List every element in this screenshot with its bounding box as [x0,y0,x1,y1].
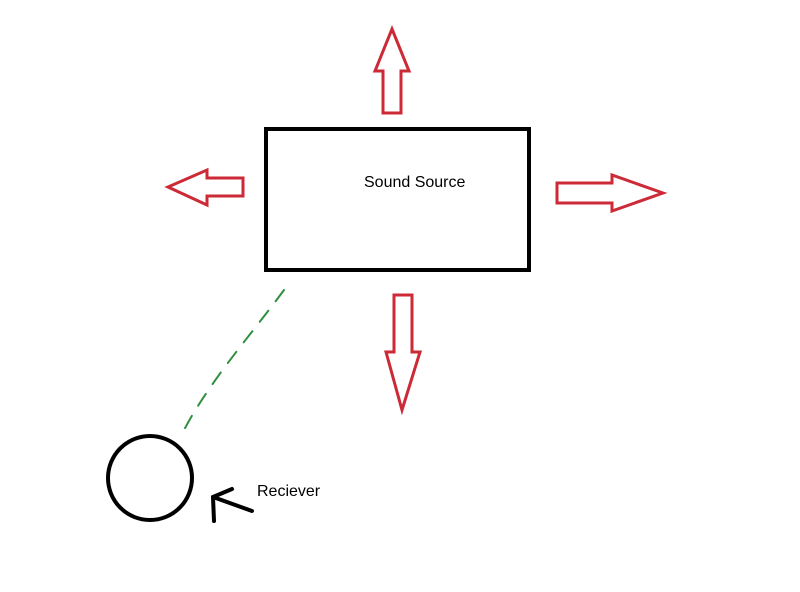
sound-source-box [264,127,531,272]
receiver-pointer-arrow-icon [211,487,254,523]
sound-path-dashed-line [181,289,285,435]
receiver-circle [106,434,194,522]
arrow-left-icon [164,167,245,208]
sound-source-label: Sound Source [364,174,466,191]
receiver-label: Reciever [257,483,321,500]
arrow-right-icon [555,172,668,214]
arrow-down-icon [384,293,423,416]
arrow-up-icon [372,25,412,115]
